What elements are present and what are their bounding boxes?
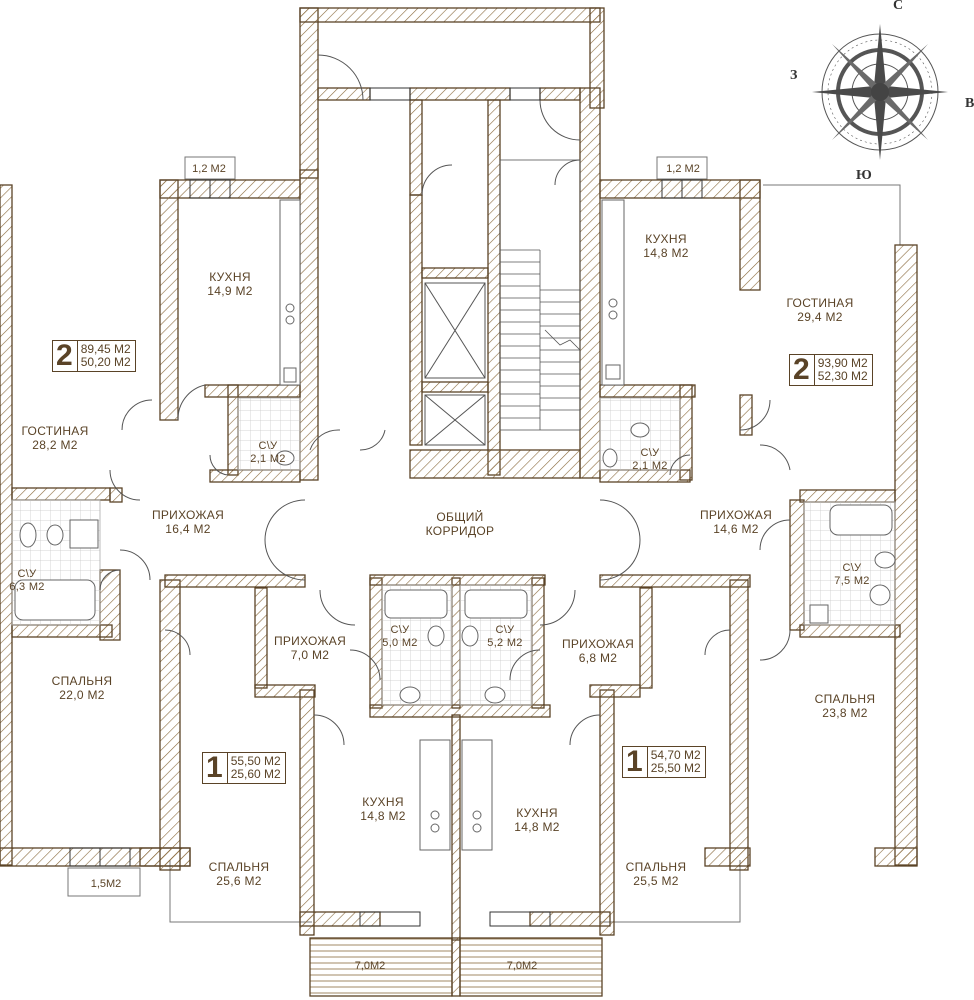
compass-north-label: С [893,0,904,13]
compass-rose [812,24,948,160]
door-swings [99,54,791,746]
balcony-area-label: 7,0М2 [506,960,538,972]
apartment-total-area: 55,50 М2 [230,754,281,768]
apartment-total-area: 89,45 М2 [80,342,131,356]
balcony-doors [69,87,703,927]
apartment-living-area: 25,60 М2 [230,767,281,781]
apartment-total-area: 54,70 М2 [650,748,701,762]
apartment-room-count: 2 [793,353,810,386]
balcony-area-label: 1,5М2 [90,878,122,890]
compass-south-label: Ю [856,168,872,183]
apartment-room-count: 1 [626,745,643,778]
balcony-area-label: 7,0М2 [354,960,386,972]
compass-west-label: З [790,68,798,83]
walls [0,7,918,941]
apartment-room-count: 1 [206,751,223,784]
balcony-area-label: 1,2 М2 [666,163,700,175]
balcony-area-label: 1,2 М2 [192,163,226,175]
apartment-living-area: 25,50 М2 [650,761,701,775]
apartment-living-area: 50,20 М2 [80,355,131,369]
elevators [424,282,486,446]
apartment-living-area: 52,30 М2 [817,369,868,383]
loggia-bottom [309,937,603,997]
apartment-total-area: 93,90 М2 [817,356,868,370]
apartment-room-count: 2 [56,339,73,372]
compass-east-label: В [965,96,974,111]
kitchen-fixtures [279,199,625,851]
bath-fixtures [14,422,896,704]
balconies [67,156,901,923]
staircase [499,159,581,431]
